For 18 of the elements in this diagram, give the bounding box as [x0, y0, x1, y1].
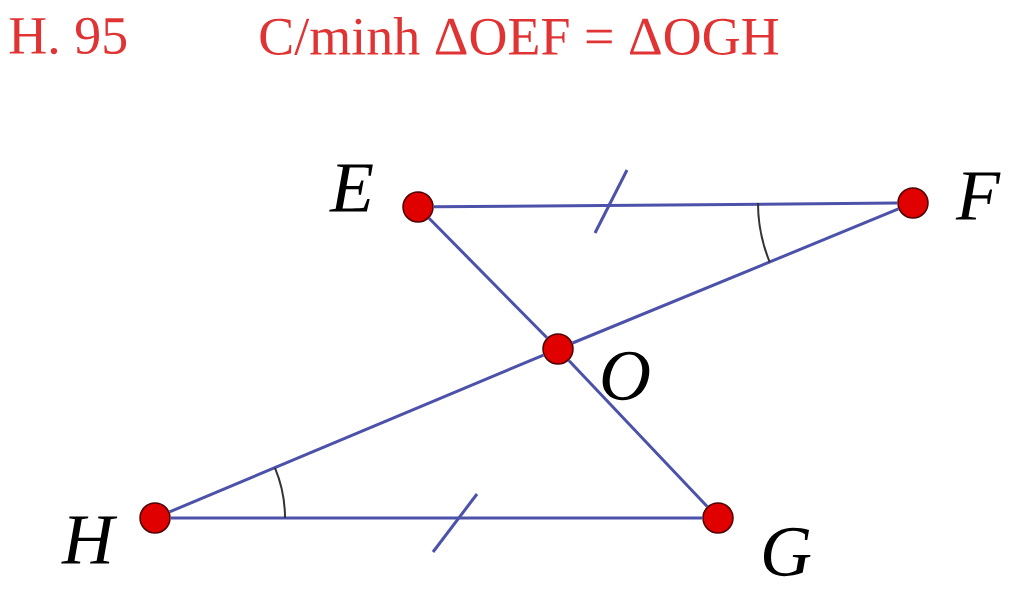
segment — [170, 516, 703, 520]
point-dot — [542, 333, 574, 365]
segment — [428, 217, 549, 339]
segment — [572, 207, 899, 345]
point-dot — [402, 191, 434, 223]
segment — [433, 201, 898, 209]
point-dot — [897, 187, 929, 219]
segment — [168, 353, 545, 514]
point-label: G — [764, 527, 811, 577]
heading-text: H. 95 — [9, 17, 127, 55]
point-label: E — [329, 164, 373, 212]
segment — [567, 359, 709, 508]
heading-text: C/minh ΔOEF = ΔOGH — [260, 17, 779, 55]
point-dot — [139, 502, 171, 534]
point-dot — [702, 502, 734, 534]
point-label: O — [602, 351, 650, 401]
point-label: F — [955, 172, 1001, 220]
point-label: H — [61, 516, 118, 564]
